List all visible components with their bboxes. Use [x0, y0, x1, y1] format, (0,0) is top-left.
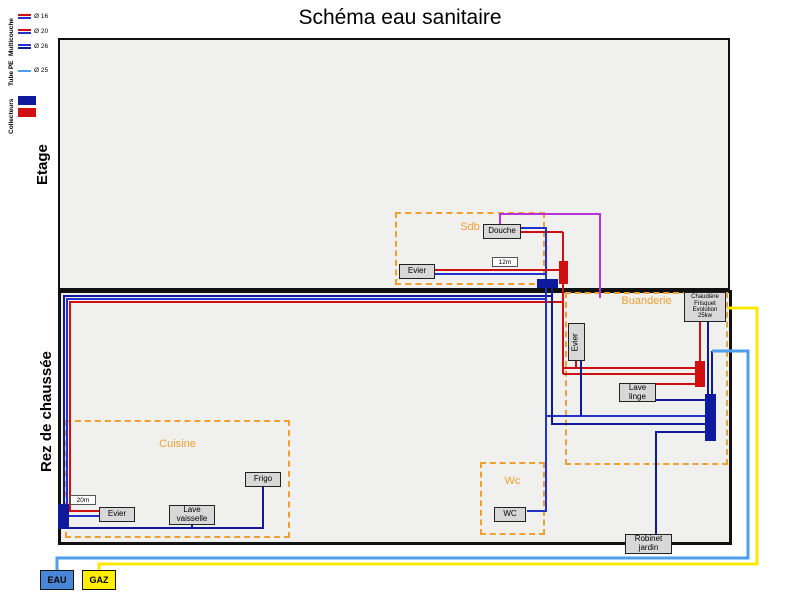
room-label-wc: Wc: [504, 475, 521, 487]
fixture-frigo: Frigo: [245, 472, 281, 487]
room-label-cuisine: Cuisine: [159, 438, 196, 450]
distance-tag-sdb: 12m: [492, 257, 518, 267]
legend-size-label: Ø 26: [34, 43, 49, 50]
pipe-mixed-purple: [499, 213, 601, 298]
floor-label-rez: Rez de chaussée: [38, 351, 55, 472]
legend-row-d26: Ø 26: [18, 43, 48, 50]
fixture-evier-buanderie: Evier: [568, 323, 585, 361]
legend-size-label: Ø 25: [34, 67, 49, 74]
pipe-hot-main: [69, 301, 563, 512]
legend-group-tube-pe: Tube PE: [8, 60, 15, 86]
page-title: Schéma eau sanitaire: [298, 6, 502, 29]
pipe-robinet-cold: [655, 431, 705, 536]
collector-2: [695, 361, 705, 387]
legend-size-label: Ø 20: [34, 28, 49, 35]
legend-size-label: Ø 16: [34, 13, 49, 20]
fixture-chaudiere: Chaudière Frisquet Evolution 25kw: [684, 292, 726, 322]
legend: Multicouche Ø 16 Ø 20 Ø 26 Tube PE Ø 25 …: [6, 6, 78, 138]
pipe-douche-cold: [520, 227, 547, 279]
pipe-sample-icon: [18, 44, 31, 49]
collector-swatch-red: [18, 108, 36, 117]
fixture-lave-linge: Lave linge: [619, 383, 656, 402]
floor-label-etage: Etage: [34, 144, 51, 185]
legend-row-d16: Ø 16: [18, 13, 48, 20]
source-eau: EAU: [40, 570, 74, 590]
fixture-wc: WC: [494, 507, 526, 522]
floor-rez: [58, 290, 732, 545]
pipe-cold-main: [66, 298, 546, 517]
fixture-evier-buanderie-label: Evier: [571, 332, 581, 352]
fixture-evier-sdb: Evier: [399, 264, 435, 279]
pipe-pe-main: [55, 349, 750, 570]
collector-4: [58, 504, 69, 529]
legend-row-d20: Ø 20: [18, 28, 48, 35]
source-gaz: GAZ: [82, 570, 116, 590]
room-label-buanderie: Buanderie: [621, 295, 672, 307]
fixture-lave-vaisselle: Lave vaisselle: [169, 505, 215, 525]
room-buanderie: Buanderie: [565, 292, 728, 465]
collector-0: [559, 261, 568, 284]
pipe-sample-icon: [18, 69, 31, 72]
pipe-cold-main-navy: [63, 295, 552, 529]
pipe-cold-drop-2: [551, 288, 705, 425]
collector-3: [705, 394, 716, 441]
legend-row-d25: Ø 25: [18, 67, 48, 74]
pipe-sample-icon: [18, 29, 31, 34]
room-sdb: Sdb: [395, 212, 545, 285]
floor-etage: [58, 38, 730, 290]
legend-group-multicouche: Multicouche: [8, 18, 15, 56]
fixture-douche: Douche: [483, 224, 521, 239]
pipe-sample-icon: [18, 14, 31, 19]
distance-tag-cuisine: 20m: [70, 495, 96, 505]
fixture-robinet-jardin: Robinet jardin: [625, 534, 672, 554]
room-wc: Wc: [480, 462, 545, 535]
fixture-evier-cuisine: Evier: [99, 507, 135, 522]
collector-swatch-blue: [18, 96, 36, 105]
pipe-gas-main: [97, 306, 759, 570]
room-label-sdb: Sdb: [460, 221, 480, 233]
legend-group-collecteurs: Collecteurs: [8, 98, 15, 134]
collector-1: [537, 279, 558, 288]
pipe-wc-cold: [527, 416, 547, 512]
